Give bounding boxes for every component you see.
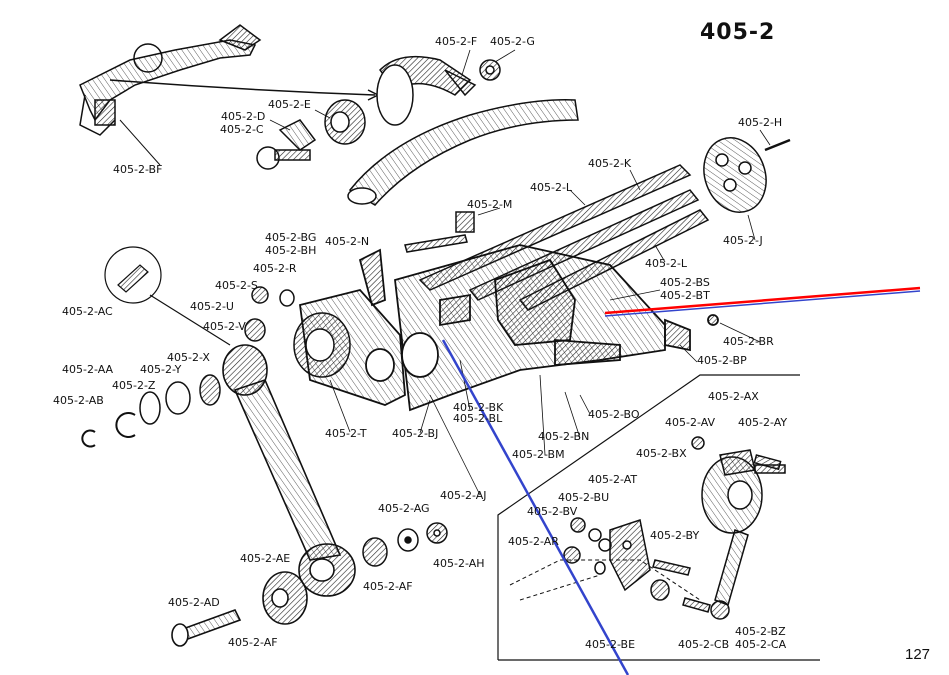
grease-fitting-callout (104, 246, 231, 346)
part-label: 405-2-M (467, 198, 513, 211)
part-label: 405-2-BX (636, 447, 687, 460)
part-label: 405-2-BO (588, 408, 640, 421)
small-parts-lower (362, 522, 448, 567)
part-label: 405-2-AC (62, 305, 113, 318)
part-label: 405-2-AF (363, 580, 413, 593)
diagram-title: 405-2 (700, 20, 776, 45)
pedal-linkage (79, 24, 380, 166)
part-label: 405-2-AR (508, 535, 559, 548)
inset-frame (497, 374, 820, 661)
part-label: 405-2-AF (228, 636, 278, 649)
part-label: 405-2-AB (53, 394, 104, 407)
part-label: 405-2-V (203, 320, 246, 333)
part-label: 405-2-BN (538, 430, 590, 443)
roller-assembly (256, 55, 501, 170)
part-label: 405-2-BG (265, 231, 317, 244)
part-label: 405-2-BS (660, 276, 710, 289)
part-label: 405-2-J (723, 234, 763, 247)
part-label: 405-2-BP (697, 354, 747, 367)
part-label: 405-2-BL (453, 412, 503, 425)
part-label: 405-2-CA (735, 638, 787, 651)
annotation-blue-line (441, 339, 630, 675)
part-label: 405-2-X (167, 351, 210, 364)
part-label: 405-2-AH (433, 557, 485, 570)
connecting-rod (171, 344, 356, 647)
leader-lines (269, 49, 771, 496)
part-label: 405-2-BJ (392, 427, 439, 440)
part-label: 405-2-BK (453, 401, 504, 414)
part-label: 405-2-L (530, 181, 573, 194)
part-label: 405-2-E (268, 98, 311, 111)
inset-parts (509, 436, 786, 620)
disc-assembly (703, 137, 791, 213)
part-label: 405-2-AD (168, 596, 220, 609)
part-label: 405-2-T (325, 427, 367, 440)
part-label: 405-2-AE (240, 552, 291, 565)
part-label: 405-2-BZ (735, 625, 786, 638)
part-label: 405-2-CB (678, 638, 730, 651)
part-label: 405-2-AG (378, 502, 430, 515)
page-number: 127 (905, 646, 931, 663)
part-label: 405-2-C (220, 123, 264, 136)
part-label: 405-2-Y (140, 363, 182, 376)
part-label: 405-2-AJ (440, 489, 487, 502)
part-label: 405-2-BY (650, 529, 700, 542)
part-label: 405-2-U (190, 300, 234, 313)
part-label: 405-2-AA (62, 363, 114, 376)
part-label: 405-2-BM (512, 448, 565, 461)
part-label: 405-2-D (221, 110, 266, 123)
annotation-red-line (604, 286, 921, 317)
part-label: 405-2-BF (113, 163, 163, 176)
part-label: 405-2-H (738, 116, 783, 129)
part-label: 405-2-BH (265, 244, 317, 257)
part-label: 405-2-N (325, 235, 370, 248)
part-label: 405-2-G (490, 35, 535, 48)
part-label: 405-2-BV (527, 505, 578, 518)
part-label: 405-2-F (435, 35, 478, 48)
part-label: 405-2-BE (585, 638, 636, 651)
part-label: 405-2-AX (708, 390, 759, 403)
part-label: 405-2-AV (665, 416, 716, 429)
flex-hose (347, 99, 579, 206)
part-label: 405-2-AT (588, 473, 638, 486)
part-label: 405-2-S (215, 279, 258, 292)
part-label: 405-2-K (588, 157, 632, 170)
part-label: 405-2-AY (738, 416, 788, 429)
bearing-group (81, 286, 351, 448)
part-label: 405-2-BT (660, 289, 710, 302)
part-label: 405-2-R (253, 262, 297, 275)
part-label: 405-2-BU (558, 491, 610, 504)
part-label: 405-2-BR (723, 335, 774, 348)
part-label: 405-2-L (645, 257, 688, 270)
part-label: 405-2-Z (112, 379, 156, 392)
